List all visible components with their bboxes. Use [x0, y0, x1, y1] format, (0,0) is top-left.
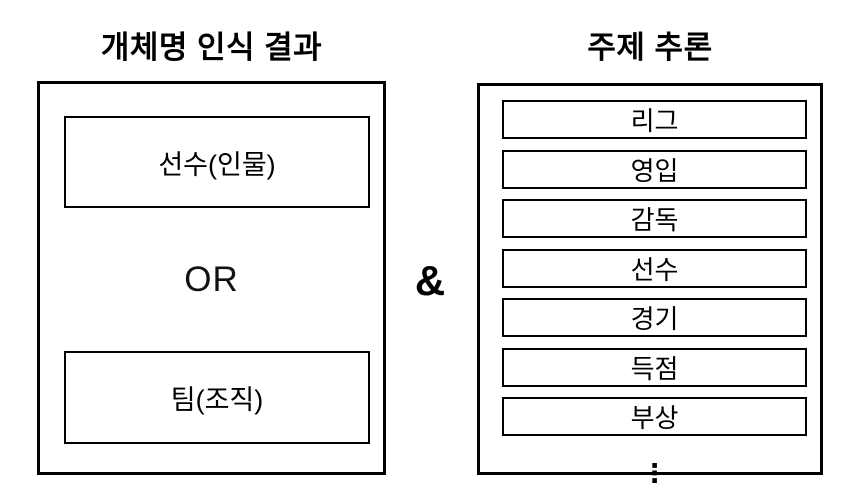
topic-inference-title: 주제 추론: [587, 30, 713, 65]
topic-item-score: 득점: [502, 347, 807, 387]
entity-team-label: 팀(조직): [170, 385, 264, 415]
topic-item-league: 리그: [502, 100, 807, 139]
topic-item-match: 경기: [502, 298, 807, 337]
topic-item-label: 영입: [630, 155, 679, 186]
topic-item-label: 부상: [630, 403, 679, 433]
topic-item-label: 득점: [630, 353, 679, 384]
ner-result-title: 개체명 인식 결과: [100, 30, 323, 65]
topic-item-player: 선수: [502, 248, 807, 288]
topic-list: 리그 영입 감독 선수 경기 득점 부상 ⋮: [502, 100, 807, 487]
topic-item-injury: 부상: [502, 397, 807, 436]
topic-item-label: 선수: [630, 254, 679, 285]
topic-item-label: 감독: [630, 205, 679, 235]
vertical-ellipsis-icon: ⋮: [641, 457, 668, 488]
topic-item-coach: 감독: [502, 199, 807, 238]
topic-item-label: 리그: [630, 106, 679, 136]
entity-box-team: 팀(조직): [64, 351, 370, 444]
entity-person-label: 선수(인물): [158, 149, 276, 180]
or-label: OR: [184, 260, 239, 299]
topic-item-recruit: 영입: [502, 149, 807, 189]
topic-item-label: 경기: [630, 304, 679, 334]
ampersand-connector: &: [414, 257, 446, 304]
entity-box-person: 선수(인물): [64, 116, 370, 208]
